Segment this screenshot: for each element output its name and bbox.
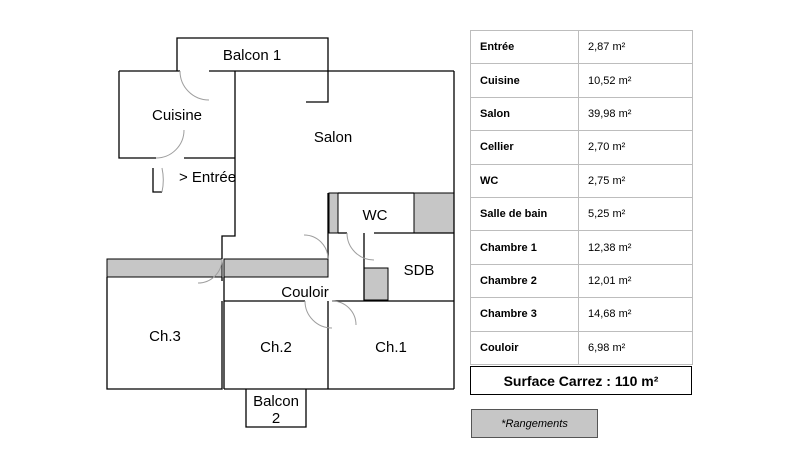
storage-legend: *Rangements xyxy=(471,409,598,438)
storage-wc-right xyxy=(413,192,455,234)
room-label-ch3: Ch.3 xyxy=(149,328,181,345)
room-label-balcon-1: Balcon 1 xyxy=(223,47,281,64)
storage-hall-right xyxy=(223,258,329,278)
storage-sdb xyxy=(363,267,389,301)
room-area: 12,38 m² xyxy=(578,230,693,265)
room-name: Cellier xyxy=(470,130,579,165)
room-area: 5,25 m² xyxy=(578,196,693,232)
room-area: 6,98 m² xyxy=(578,330,693,365)
room-label-cuisine: Cuisine xyxy=(152,107,202,124)
room-name: Salle de bain xyxy=(470,196,579,232)
room-name: Couloir xyxy=(470,330,579,365)
storage-hall-left xyxy=(106,258,223,278)
room-label-entree: > Entrée xyxy=(179,169,236,186)
room-label-salon: Salon xyxy=(314,129,352,146)
room-name: Chambre 2 xyxy=(470,263,579,299)
room-label-balcon-2: Balcon xyxy=(253,393,299,410)
total-surface: Surface Carrez : 110 m² xyxy=(470,366,692,395)
room-name: Cuisine xyxy=(470,63,579,98)
room-label-ch2: Ch.2 xyxy=(260,339,292,356)
room-area: 10,52 m² xyxy=(578,63,693,98)
room-name: Entrée xyxy=(470,29,579,65)
room-name: Chambre 1 xyxy=(470,230,579,265)
room-area: 2,75 m² xyxy=(578,163,693,198)
room-area: 2,87 m² xyxy=(578,29,693,65)
room-name: WC xyxy=(470,163,579,198)
room-name: Salon xyxy=(470,96,579,132)
room-label-wc: WC xyxy=(363,207,388,224)
room-area: 12,01 m² xyxy=(578,263,693,299)
room-label-ch1: Ch.1 xyxy=(375,339,407,356)
room-area: 39,98 m² xyxy=(578,96,693,132)
room-area: 14,68 m² xyxy=(578,297,693,332)
walls xyxy=(106,37,455,428)
room-label-sdb: SDB xyxy=(404,262,435,279)
room-label-balcon-2-number: 2 xyxy=(272,410,280,427)
room-area: 2,70 m² xyxy=(578,130,693,165)
room-name: Chambre 3 xyxy=(470,297,579,332)
room-label-couloir: Couloir xyxy=(281,284,329,301)
door-swings xyxy=(155,70,375,329)
storage-wc-left xyxy=(328,192,339,234)
